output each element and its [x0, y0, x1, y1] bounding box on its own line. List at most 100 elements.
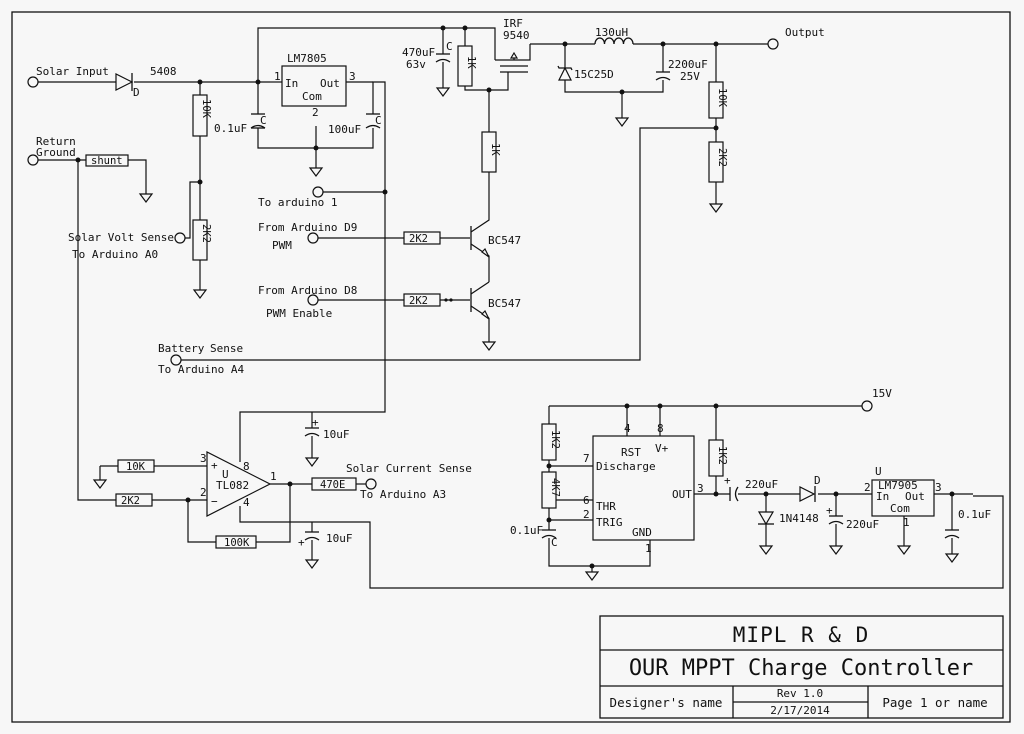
capacitor-220uf-filter: + 220uF	[826, 504, 879, 531]
cap-470-ref: C	[446, 40, 453, 53]
r-2k2-a-label: 2K2	[200, 224, 212, 243]
ports: Solar Input Return Ground Output Solar V…	[27, 26, 892, 501]
r-1k2-b-label: 1K2	[716, 446, 728, 465]
timer-555: RST V+ Discharge THR TRIG OUT GND 4 8 7 …	[583, 422, 704, 555]
to-arduino-a3-label: To Arduino A3	[360, 488, 446, 501]
solar-volt-sense-label: Solar Volt Sense	[68, 231, 174, 244]
capacitor-220uf-pump: + 220uF	[724, 474, 778, 502]
cap-220a-plus: +	[724, 474, 731, 487]
t555-pin2: 2	[583, 508, 590, 521]
t555-discharge: Discharge	[596, 460, 656, 473]
r-10k-a-label: 10K	[200, 99, 212, 119]
date-field: 2/17/2014	[770, 704, 830, 717]
arduino-d9-terminal	[307, 232, 319, 244]
t555-trig: TRIG	[596, 516, 623, 529]
cap-2200-voltage: 25V	[680, 70, 700, 83]
lm7905-u: U	[875, 465, 882, 478]
capacitor-10uf-supply: + 10uF	[304, 416, 350, 441]
diode-series-ref: D	[814, 474, 821, 487]
cap-01b-value: 0.1uF	[510, 524, 543, 537]
resistor-2k2-d8: 2K2	[403, 293, 453, 307]
solar-input-terminal	[27, 76, 39, 88]
to-arduino-a0-label: To Arduino A0	[72, 248, 158, 261]
t555-vplus: V+	[655, 442, 669, 455]
mosfet-irf9540: IRF 9540	[495, 17, 531, 73]
capacitor-470uf: C 470uF 63v	[402, 40, 453, 71]
solar-input-label: Solar Input	[36, 65, 109, 78]
opamp-name: TL082	[216, 479, 249, 492]
15v-label: 15V	[872, 387, 892, 400]
cap-01b-ref: C	[551, 536, 558, 549]
cap-220a-value: 220uF	[745, 478, 778, 491]
revision-field: Rev 1.0	[777, 687, 823, 700]
resistor-2k2-d9: 2K2	[403, 231, 441, 245]
lm7805-pin1: 1	[274, 70, 281, 83]
from-d8-label: From Arduino D8	[258, 284, 357, 297]
company-name: MIPL R & D	[733, 623, 869, 647]
t555-rst: RST	[621, 446, 641, 459]
cap-10b-plus: +	[298, 536, 305, 549]
project-title: OUR MPPT Charge Controller	[629, 656, 973, 681]
lm7905-name: LM7905	[878, 479, 918, 492]
resistor-1k-gate: 1K	[481, 131, 501, 173]
opamp-plus: +	[211, 459, 218, 472]
resistor-10k-opamp: 10K	[117, 459, 155, 473]
pwm-enable-label: PWM Enable	[266, 307, 332, 320]
page-field: Page 1 or name	[882, 695, 987, 710]
t555-gnd: GND	[632, 526, 652, 539]
r-4k7-label: 4K7	[549, 478, 561, 497]
resistor-4k7: 4K7	[541, 471, 561, 509]
diode-5408: 5408 D	[115, 65, 177, 99]
r-2k2-c-label: 2K2	[409, 233, 428, 245]
lm7805-pin2: 2	[312, 106, 319, 119]
arduino-d8-terminal	[307, 294, 319, 306]
shunt-label: shunt	[91, 155, 123, 167]
r-1k-a-label: 1K	[465, 56, 477, 69]
lm7805-out: Out	[320, 77, 340, 90]
diode-series: D	[799, 474, 821, 502]
resistor-470e: 470E	[311, 477, 357, 491]
r-470e-label: 470E	[320, 479, 345, 491]
cap-01c-value: 0.1uF	[958, 508, 991, 521]
opamp-u: U	[222, 468, 229, 481]
mosfet-name-2: 9540	[503, 29, 530, 42]
cap-10a-plus: +	[312, 416, 319, 429]
output-terminal	[767, 38, 779, 50]
opamp-minus: −	[211, 495, 218, 508]
t555-pin7: 7	[583, 452, 590, 465]
cap-100-ref: C	[375, 114, 382, 127]
from-d9-label: From Arduino D9	[258, 221, 357, 234]
bc547-2-label: BC547	[488, 297, 521, 310]
resistor-2k2-output-divider: 2K2	[708, 141, 728, 183]
r-2k2-d-label: 2K2	[409, 295, 428, 307]
solar-current-sense-terminal	[365, 478, 377, 490]
15v-terminal	[861, 400, 873, 412]
transistor-bc547-1: BC547	[470, 212, 521, 258]
to-arduino-a4-label: To Arduino A4	[158, 363, 244, 376]
designer-name-field: Designer's name	[610, 695, 723, 710]
r-2k2-b-label: 2K2	[716, 148, 728, 167]
battery-sense-terminal	[170, 354, 182, 366]
to-arduino-1-label: To arduino 1	[258, 196, 337, 209]
ground-label: Ground	[36, 146, 76, 159]
lm7905-pin1: 1	[903, 516, 910, 529]
resistor-1k2-output: 1K2	[708, 439, 728, 477]
opamp-pin1: 1	[270, 470, 277, 483]
lm7905-pin3: 3	[935, 481, 942, 494]
mosfet-name-1: IRF	[503, 17, 523, 30]
resistor-2k2-solar-divider: 2K2	[192, 219, 212, 261]
t555-pin6: 6	[583, 494, 590, 507]
cap-220b-plus: +	[826, 504, 833, 517]
lm7805-in: In	[285, 77, 298, 90]
return-label: Return	[36, 135, 76, 148]
capacitor-0-1uf-timing: C 0.1uF	[510, 524, 558, 549]
t555-pin8: 8	[657, 422, 664, 435]
lm7905-out: Out	[905, 490, 925, 503]
resistor-2k2-opamp: 2K2	[115, 493, 153, 507]
cap-470-value: 470uF	[402, 46, 435, 59]
t555-pin3: 3	[697, 482, 704, 495]
lm7905-regulator: U LM7905 In Out Com 2 3 1	[864, 465, 942, 529]
to-arduino-1-terminal	[312, 186, 324, 198]
